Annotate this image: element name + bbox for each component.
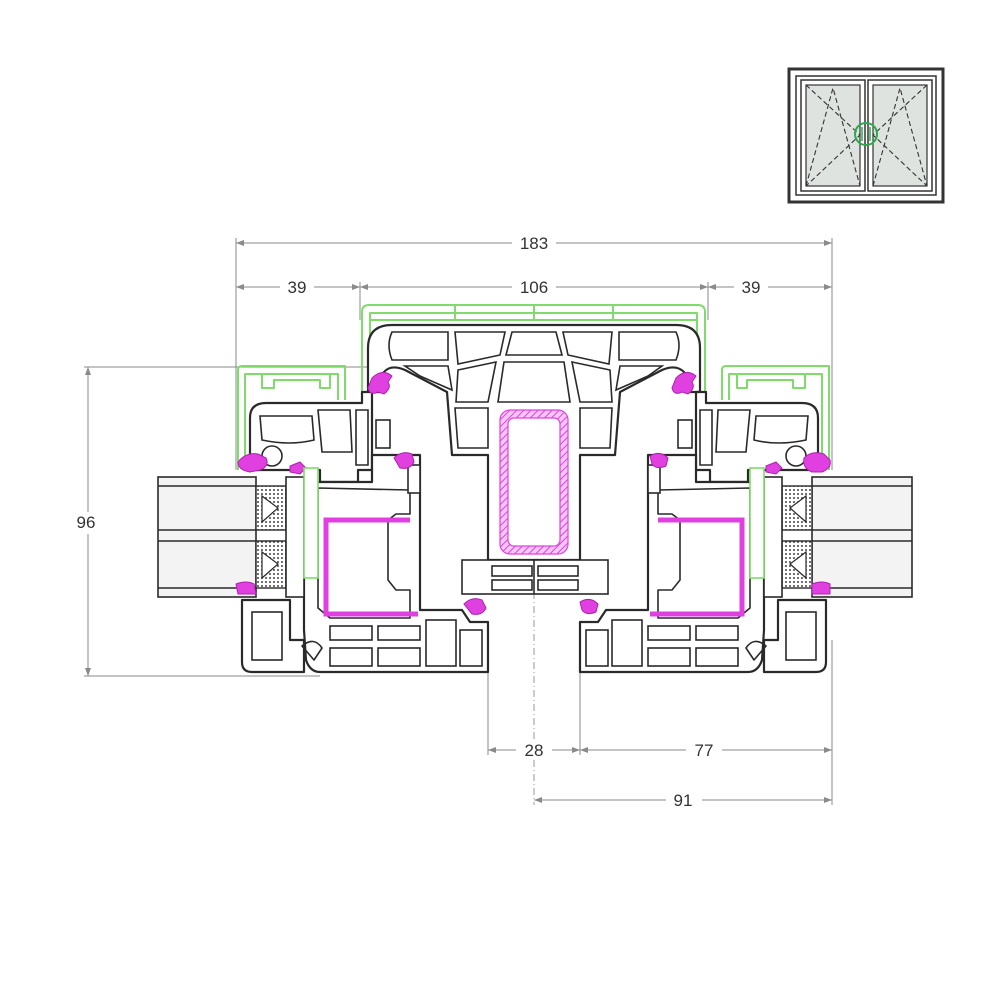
dim-height: 96 — [77, 513, 96, 532]
right-sash-profile — [578, 453, 828, 674]
left-sash-profile — [240, 453, 490, 674]
dim-left-frame: 39 — [288, 278, 307, 297]
right-glazing-unit — [763, 476, 913, 598]
dim-sash-right: 77 — [695, 741, 714, 760]
left-glazing-unit — [157, 476, 305, 598]
dim-middle: 106 — [520, 278, 548, 297]
right-frame-profile — [665, 390, 820, 484]
dim-gap: 28 — [525, 741, 544, 760]
dim-total-width: 183 — [520, 234, 548, 253]
mullion-profile — [366, 323, 702, 595]
dim-right-frame: 39 — [742, 278, 761, 297]
dim-half-right: 91 — [674, 791, 693, 810]
thermal-insert — [303, 467, 765, 579]
double-casement-window-icon — [787, 67, 945, 204]
dimension-lines — [84, 238, 833, 805]
seal-gaskets — [235, 372, 831, 615]
